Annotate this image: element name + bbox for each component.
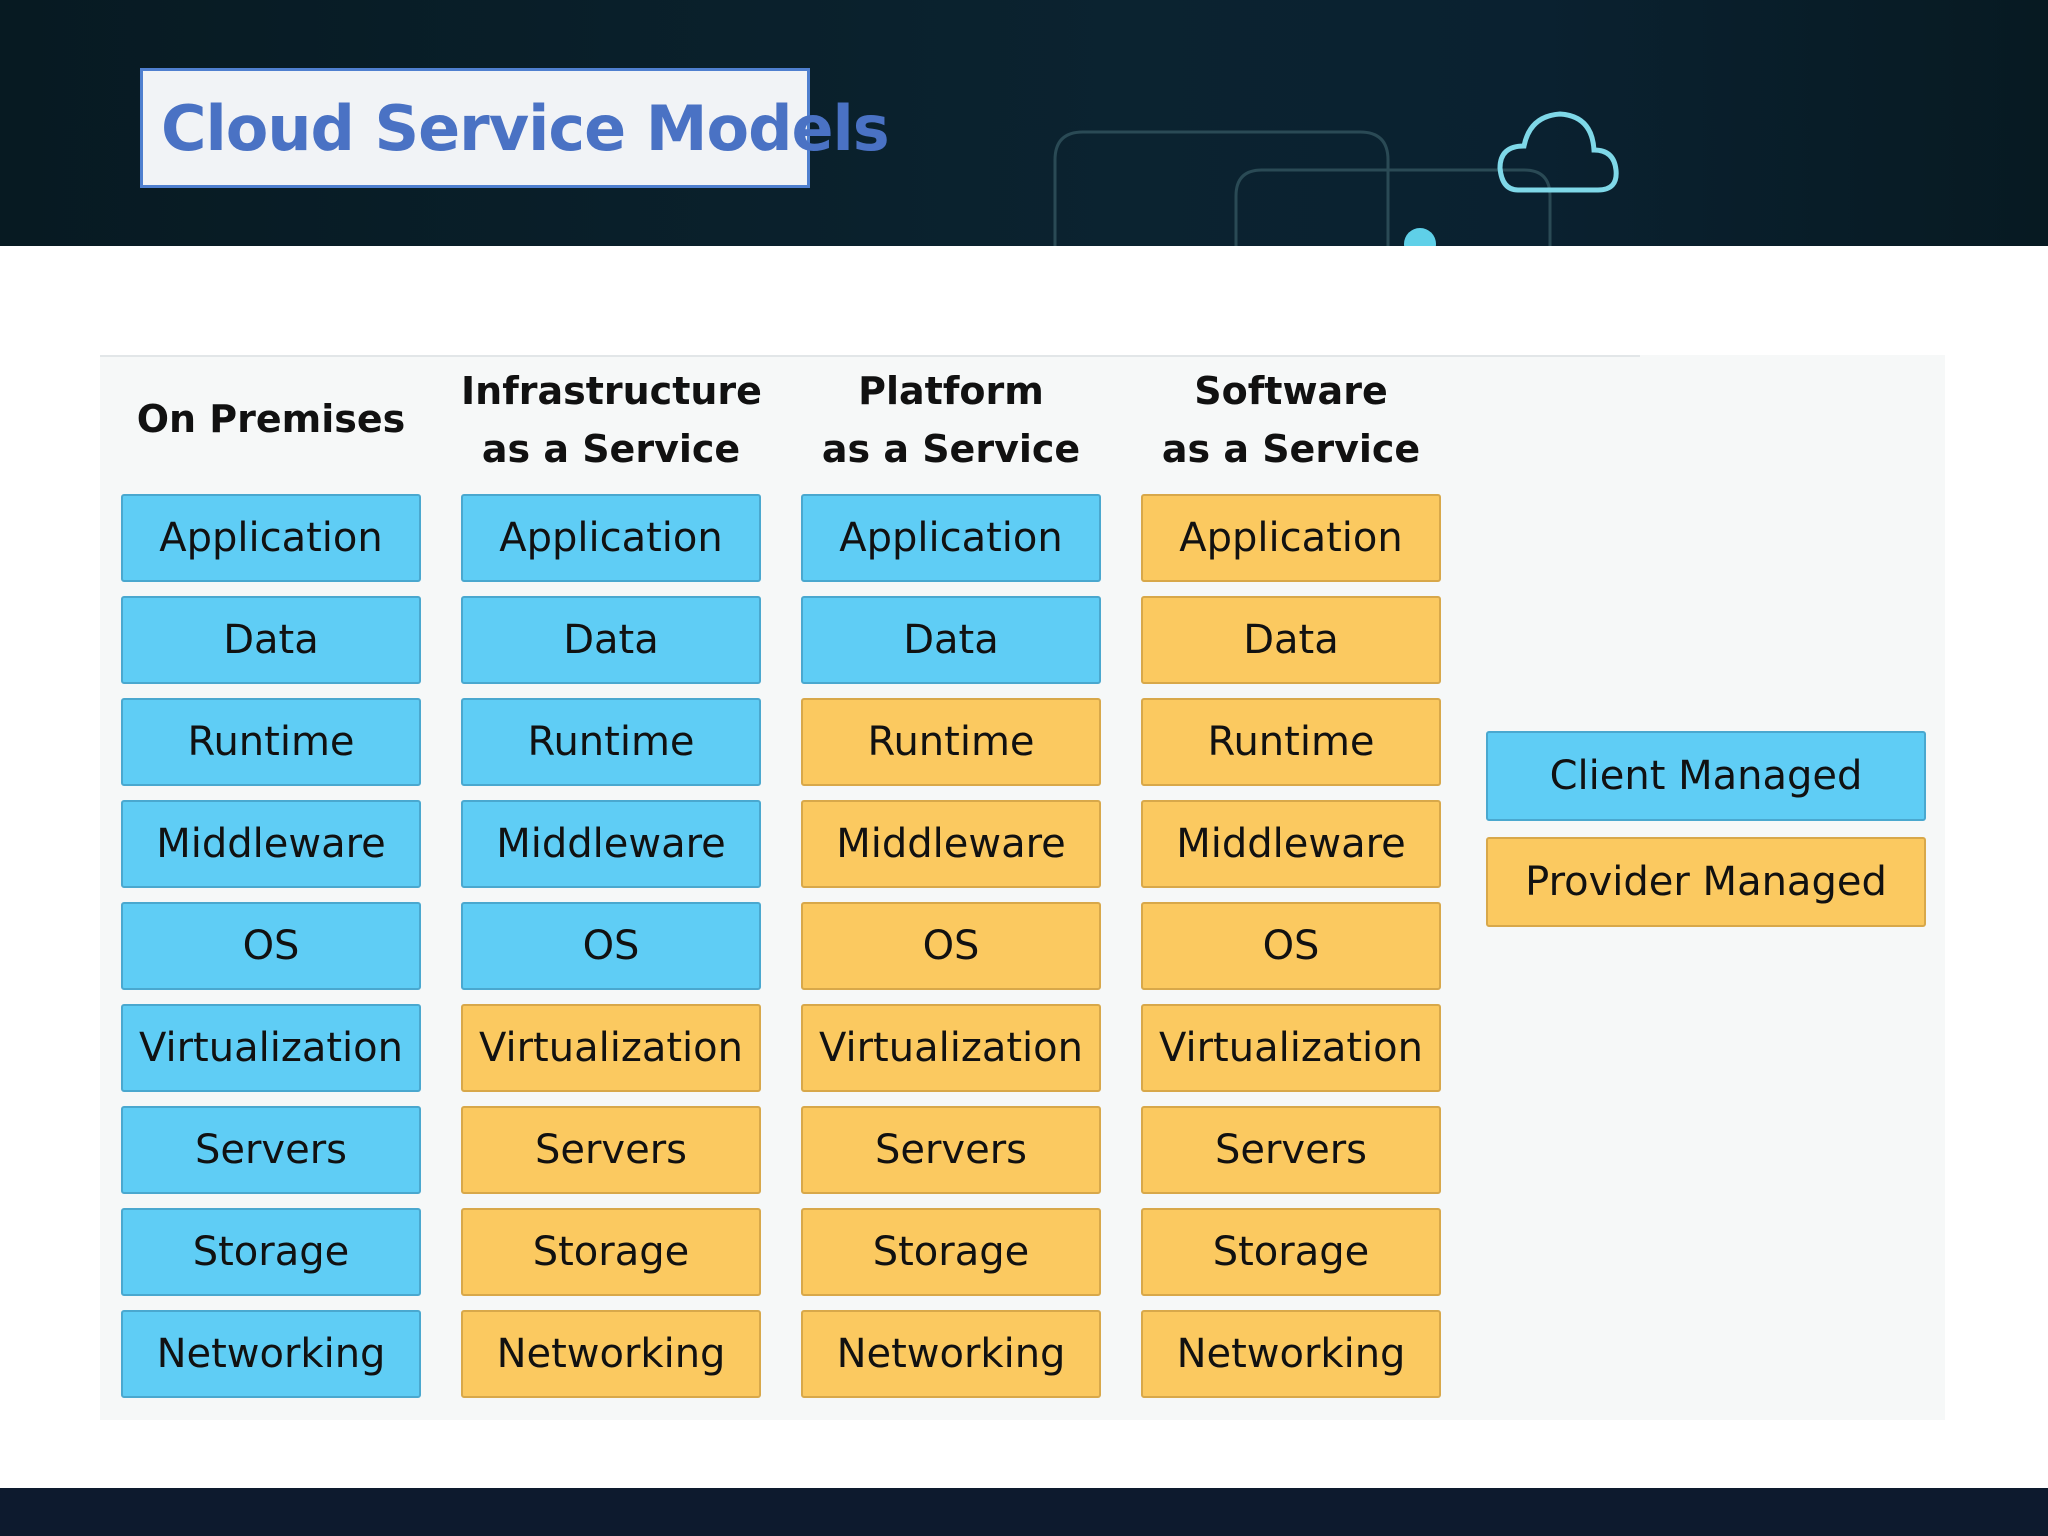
- layer-label: Servers: [194, 1127, 347, 1173]
- layer-label: OS: [582, 923, 640, 969]
- layer-label: Middleware: [1176, 821, 1406, 867]
- layer-cell: Runtime: [801, 698, 1101, 786]
- column-heading-line: Platform: [858, 369, 1044, 413]
- layer-cell: Application: [1141, 494, 1441, 582]
- layer-cell: Networking: [801, 1310, 1101, 1398]
- layer-cell: Storage: [461, 1208, 761, 1296]
- layer-cell: OS: [461, 902, 761, 990]
- layer-cell: Virtualization: [801, 1004, 1101, 1092]
- layer-cell: Middleware: [801, 800, 1101, 888]
- column-heading-0: On Premises: [121, 390, 421, 448]
- layer-cell: Storage: [121, 1208, 421, 1296]
- layer-label: Networking: [1176, 1331, 1406, 1377]
- layer-label: Storage: [872, 1229, 1030, 1275]
- cloud-icon: [1497, 111, 1619, 193]
- circuit-decoration: [1053, 111, 1619, 246]
- column-heading-line: On Premises: [136, 397, 406, 441]
- layer-label: Application: [159, 515, 383, 561]
- layer-cell: Virtualization: [1141, 1004, 1441, 1092]
- column-heading-line: as a Service: [1161, 427, 1421, 471]
- layer-label: Servers: [874, 1127, 1027, 1173]
- column-heading-line: Infrastructure: [461, 369, 762, 413]
- layer-label: Virtualization: [1159, 1025, 1423, 1071]
- layer-cell: Virtualization: [121, 1004, 421, 1092]
- layer-cell: OS: [801, 902, 1101, 990]
- legend-client-label: Client Managed: [1549, 753, 1863, 799]
- layer-label: Servers: [534, 1127, 687, 1173]
- layer-label: Storage: [532, 1229, 690, 1275]
- layer-label: Storage: [1212, 1229, 1370, 1275]
- divider: [100, 355, 1640, 357]
- layer-label: Data: [563, 617, 659, 663]
- legend-client-managed: Client Managed: [1486, 731, 1926, 821]
- layer-label: Runtime: [187, 719, 355, 765]
- column-heading-line: as a Service: [481, 427, 741, 471]
- layer-cell: Data: [801, 596, 1101, 684]
- layer-cell: Storage: [801, 1208, 1101, 1296]
- layer-cell: Networking: [121, 1310, 421, 1398]
- layer-label: Virtualization: [819, 1025, 1083, 1071]
- legend-provider-managed: Provider Managed: [1486, 837, 1926, 927]
- layer-cell: Networking: [1141, 1310, 1441, 1398]
- layer-cell: Networking: [461, 1310, 761, 1398]
- layer-cell: Application: [121, 494, 421, 582]
- header-banner: Cloud Service Models: [0, 0, 2048, 246]
- layer-cell: Virtualization: [461, 1004, 761, 1092]
- layer-label: Virtualization: [479, 1025, 743, 1071]
- layer-label: Middleware: [156, 821, 386, 867]
- layer-label: Networking: [836, 1331, 1066, 1377]
- page-title: Cloud Service Models: [161, 91, 890, 165]
- layer-label: Servers: [1214, 1127, 1367, 1173]
- column-heading-1: Infrastructure as a Service: [461, 362, 762, 478]
- layer-label: OS: [242, 923, 300, 969]
- layer-cell: Runtime: [1141, 698, 1441, 786]
- layer-label: Application: [839, 515, 1063, 561]
- layer-cell: Middleware: [121, 800, 421, 888]
- layer-cell: Middleware: [461, 800, 761, 888]
- column-heading-line: as a Service: [821, 427, 1081, 471]
- layer-cell: Data: [1141, 596, 1441, 684]
- layer-label: Virtualization: [139, 1025, 403, 1071]
- layer-cell: Runtime: [461, 698, 761, 786]
- layer-label: OS: [1262, 923, 1320, 969]
- column-heading-line: Software: [1194, 369, 1388, 413]
- layer-label: Middleware: [496, 821, 726, 867]
- layer-cell: Servers: [1141, 1106, 1441, 1194]
- layer-cell: Servers: [801, 1106, 1101, 1194]
- layer-cell: Servers: [461, 1106, 761, 1194]
- footer-bar: [0, 1488, 2048, 1536]
- layer-label: Data: [903, 617, 999, 663]
- layer-label: Runtime: [1207, 719, 1375, 765]
- layer-cell: Application: [461, 494, 761, 582]
- layer-cell: OS: [1141, 902, 1441, 990]
- layer-label: Runtime: [867, 719, 1035, 765]
- column-heading-3: Software as a Service: [1141, 362, 1441, 478]
- layer-cell: Data: [121, 596, 421, 684]
- layer-label: Application: [1179, 515, 1403, 561]
- layer-label: Runtime: [527, 719, 695, 765]
- layer-label: Application: [499, 515, 723, 561]
- layer-label: Storage: [192, 1229, 350, 1275]
- layer-label: Networking: [496, 1331, 726, 1377]
- legend-provider-label: Provider Managed: [1525, 859, 1887, 905]
- layer-cell: Servers: [121, 1106, 421, 1194]
- layer-label: Data: [223, 617, 319, 663]
- layer-cell: Storage: [1141, 1208, 1441, 1296]
- layer-label: Networking: [156, 1331, 386, 1377]
- layer-cell: Data: [461, 596, 761, 684]
- layer-label: OS: [922, 923, 980, 969]
- column-heading-2: Platform as a Service: [801, 362, 1101, 478]
- layer-cell: OS: [121, 902, 421, 990]
- layer-cell: Middleware: [1141, 800, 1441, 888]
- layer-cell: Runtime: [121, 698, 421, 786]
- layer-cell: Application: [801, 494, 1101, 582]
- layer-label: Middleware: [836, 821, 1066, 867]
- layer-label: Data: [1243, 617, 1339, 663]
- title-box: Cloud Service Models: [140, 68, 890, 188]
